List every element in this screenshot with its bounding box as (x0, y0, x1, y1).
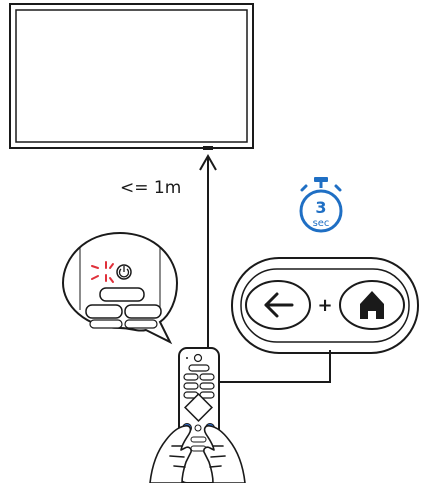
home-icon (360, 291, 384, 319)
timer-value: 3 (315, 198, 326, 217)
combo-plus: + (317, 295, 332, 316)
remote-dpad (184, 393, 213, 422)
tv-screen (15, 9, 248, 143)
timer-unit: sec (313, 218, 330, 229)
tv-ir-sensor (203, 146, 213, 150)
tv (9, 3, 254, 150)
remote-zoom-bubble (61, 231, 179, 345)
home-button (339, 280, 405, 330)
stopwatch-icon: 3 sec (299, 177, 343, 233)
back-button (245, 280, 311, 330)
callout-connector (217, 350, 331, 383)
distance-label: <= 1m (120, 178, 181, 198)
power-icon (116, 264, 132, 280)
hands (149, 425, 246, 483)
indicator-blink-icon (91, 261, 114, 283)
button-combo-callout: + (231, 257, 419, 354)
back-arrow-icon (264, 292, 294, 318)
ir-signal-arrow (199, 153, 217, 362)
